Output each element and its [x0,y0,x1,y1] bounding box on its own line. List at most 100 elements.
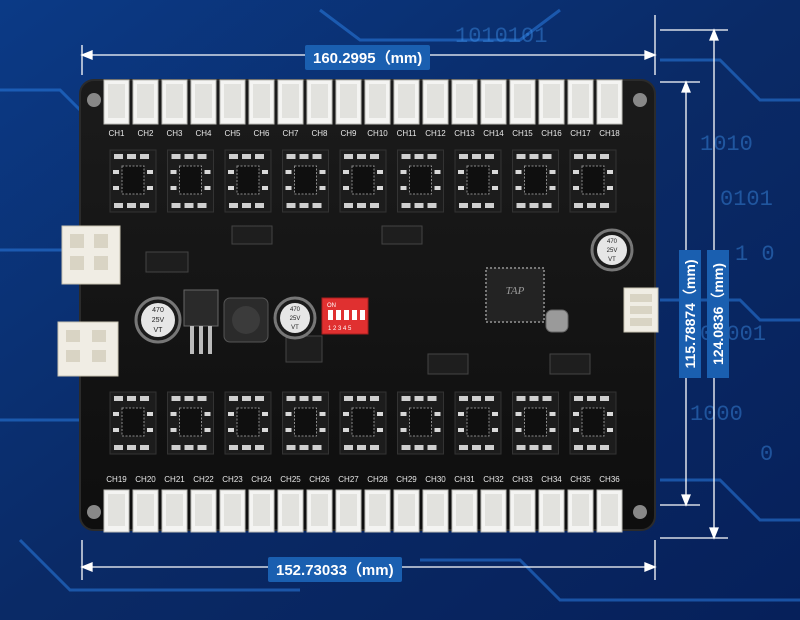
top-connector-row [103,79,623,125]
channel-label: CH12 [425,129,446,138]
bottom-connector [103,489,130,533]
cap-text: 470 [607,239,618,245]
dip-numbers: 1 2 3 4 5 [328,326,352,332]
bottom-connector [538,489,565,533]
top-connector [306,79,333,125]
bottom-driver-module [167,391,214,455]
bottom-connector [219,489,246,533]
top-connector [538,79,565,125]
bottom-driver-module [339,391,387,455]
channel-label: CH18 [599,129,620,138]
channel-label: CH28 [367,475,388,484]
top-connector [277,79,304,125]
signal-connector-right [623,287,659,333]
inductor [223,297,269,343]
top-connector [103,79,130,125]
top-driver-module [397,149,444,213]
channel-label: CH5 [224,129,241,138]
channel-label: CH8 [311,129,328,138]
top-connector [451,79,478,125]
bottom-driver-module [109,391,157,455]
top-driver-module [167,149,214,213]
bottom-connector [509,489,536,533]
bottom-driver-module [224,391,272,455]
channel-label: CH2 [137,129,154,138]
bottom-driver-module [397,391,444,455]
bottom-connector [190,489,217,533]
bottom-width-label: 152.73033（mm) [268,557,402,582]
bg-digit: 1010 [700,132,753,157]
top-connector [393,79,420,125]
top-connector [190,79,217,125]
cap-text: 25V [290,316,301,322]
cap-text: VT [608,257,616,263]
top-connector [219,79,246,125]
channel-label: CH29 [396,475,417,484]
dip-switch: ON 1 2 3 4 5 [321,297,369,335]
bottom-driver-module [282,391,329,455]
top-driver-module [224,149,272,213]
channel-label: CH21 [164,475,185,484]
bottom-connector [364,489,391,533]
channel-label: CH30 [425,475,446,484]
bottom-connector [277,489,304,533]
cap-text: VT [291,325,299,331]
bottom-driver-module [454,391,502,455]
channel-label: CH20 [135,475,156,484]
channel-label: CH23 [222,475,243,484]
channel-label: CH19 [106,475,127,484]
top-driver-module [454,149,502,213]
voltage-regulator [183,289,219,354]
channel-label: CH6 [253,129,270,138]
channel-label: CH24 [251,475,272,484]
channel-label: CH7 [282,129,299,138]
top-connector [480,79,507,125]
bottom-connector [306,489,333,533]
top-connector [161,79,188,125]
top-driver-module [512,149,559,213]
bottom-connector [161,489,188,533]
channel-label: CH10 [367,129,388,138]
cap-text: 25V [152,317,165,324]
top-connector [422,79,449,125]
channel-label: CH34 [541,475,562,484]
top-connector [509,79,536,125]
small-ics [145,225,591,375]
channel-label: CH32 [483,475,504,484]
top-connector [596,79,623,125]
top-driver-module [109,149,157,213]
channel-label: CH31 [454,475,475,484]
channel-label: CH14 [483,129,504,138]
top-driver-module [339,149,387,213]
bottom-connector-row [103,489,623,533]
bg-digit: 1010101 [455,24,547,49]
cap-text: 470 [290,307,301,313]
bottom-connector [132,489,159,533]
outer-height-label: 124.0836（mm) [707,250,729,378]
top-connector [248,79,275,125]
bottom-driver-row [109,391,617,455]
bottom-connector [335,489,362,533]
channel-label: CH27 [338,475,359,484]
channel-label: CH4 [195,129,212,138]
channel-label: CH16 [541,129,562,138]
bottom-connector [248,489,275,533]
top-driver-module [569,149,617,213]
crystal-oscillator [545,309,569,333]
capacitor-left: 470 25V VT [134,296,182,344]
top-connector [364,79,391,125]
cap-text: VT [154,327,164,334]
channel-label: CH36 [599,475,620,484]
channel-label: CH11 [397,129,417,138]
top-driver-module [282,149,329,213]
inner-height-label: 115.78874（mm) [679,250,701,378]
channel-label: CH35 [570,475,591,484]
top-width-label: 160.2995（mm) [305,45,431,70]
top-connector [132,79,159,125]
channel-label: CH3 [166,129,183,138]
channel-label: CH26 [309,475,330,484]
power-connector-bottom [57,321,119,377]
channel-label: CH9 [340,129,357,138]
bottom-connector [567,489,594,533]
